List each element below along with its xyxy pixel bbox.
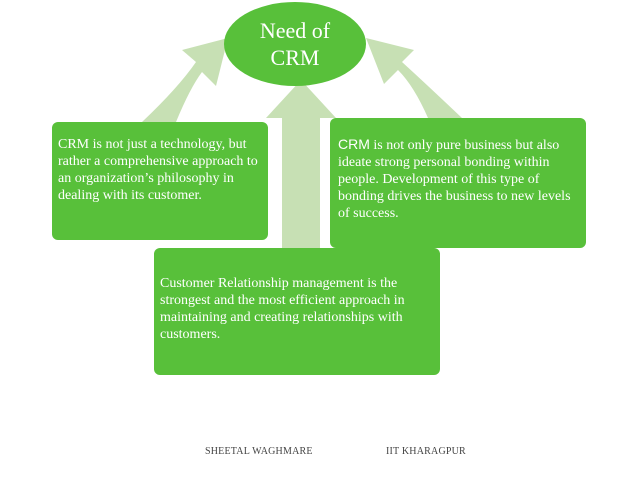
right-node: CRM is not only pure business but also i… (330, 118, 586, 248)
arrow-left-to-center (142, 38, 228, 122)
footer-institution: IIT KHARAGPUR (386, 446, 466, 457)
right-node-text: is not only pure business but also ideat… (338, 138, 571, 221)
bottom-node-text: Customer Relationship management is the … (160, 276, 405, 342)
center-node-need-of-crm: Need of CRM (224, 2, 366, 86)
center-node-line2: CRM (270, 45, 320, 70)
arrow-bottom-to-center (266, 80, 336, 248)
arrow-right-to-center (366, 38, 462, 118)
left-node-text: CRM is not just a technology, but rather… (58, 137, 258, 203)
footer-author: SHEETAL WAGHMARE (205, 446, 313, 457)
left-node: CRM is not just a technology, but rather… (52, 122, 268, 240)
right-node-lead: CRM (338, 136, 370, 152)
center-node-line1: Need of (259, 18, 331, 43)
bottom-node: Customer Relationship management is the … (154, 248, 440, 375)
